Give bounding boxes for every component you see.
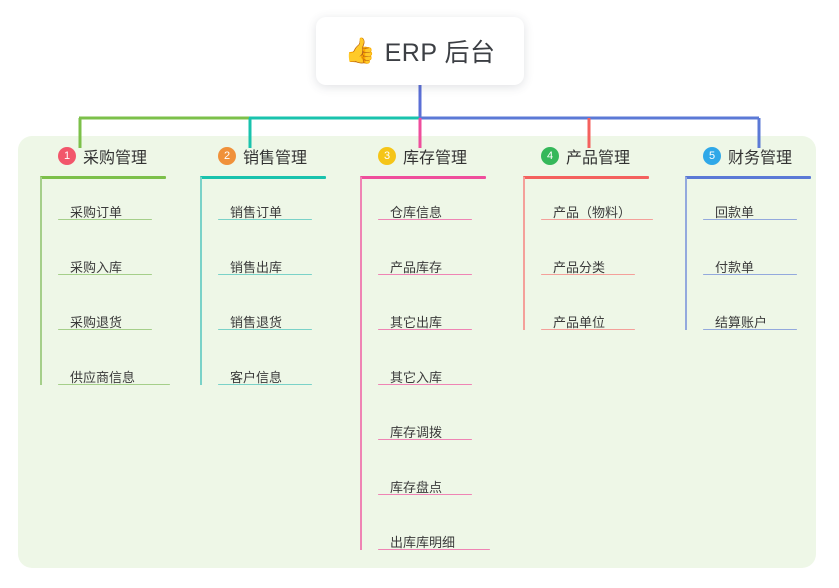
branch-column-3: 3 库存管理仓库信息产品库存其它出库其它入库库存调拨库存盘点出库库明细 bbox=[360, 136, 520, 550]
branch-spine bbox=[360, 177, 362, 550]
branch-header-5[interactable]: 5 财务管理 bbox=[685, 136, 839, 176]
branch-column-1: 1 采购管理采购订单采购入库采购退货供应商信息 bbox=[40, 136, 200, 385]
branch-leaf-label: 库存盘点 bbox=[390, 480, 443, 495]
branch-leaf-item[interactable]: 供应商信息 bbox=[58, 367, 170, 385]
branch-leaf-underline bbox=[218, 273, 312, 275]
branch-leaf-label: 客户信息 bbox=[230, 370, 283, 385]
branch-leaf-label: 采购入库 bbox=[70, 260, 123, 275]
branch-leaf-label: 其它入库 bbox=[390, 370, 443, 385]
branch-leaf-underline bbox=[218, 383, 312, 385]
branch-leaf-underline bbox=[218, 218, 312, 220]
branch-leaf-label: 销售订单 bbox=[230, 205, 283, 220]
branch-underline bbox=[523, 176, 649, 179]
branch-leaf-underline bbox=[58, 273, 152, 275]
branch-leaf-underline bbox=[58, 328, 152, 330]
branch-leaf-item[interactable]: 销售退货 bbox=[218, 312, 312, 330]
branch-leaf-label: 销售退货 bbox=[230, 315, 283, 330]
branch-leaf-underline bbox=[541, 328, 635, 330]
branch-leaf-underline bbox=[541, 273, 635, 275]
branch-leaf-label: 库存调拨 bbox=[390, 425, 443, 440]
branch-leaf-item[interactable]: 采购退货 bbox=[58, 312, 152, 330]
branch-title: 产品管理 bbox=[566, 150, 631, 167]
branch-leaf-item[interactable]: 其它出库 bbox=[378, 312, 472, 330]
branch-spine bbox=[200, 177, 202, 385]
branch-panel-background bbox=[18, 136, 816, 568]
branch-columns: 1 采购管理采购订单采购入库采购退货供应商信息 2 销售管理销售订单销售出库销售退货客… bbox=[18, 136, 816, 568]
branch-number-badge: 4 bbox=[541, 147, 559, 165]
root-node[interactable]: 👍 ERP 后台 bbox=[316, 17, 524, 85]
root-title: ERP 后台 bbox=[384, 39, 496, 67]
branch-leaf-item[interactable]: 其它入库 bbox=[378, 367, 472, 385]
branch-leaf-label: 结算账户 bbox=[715, 315, 768, 330]
branch-leaf-underline bbox=[378, 273, 472, 275]
branch-leaf-label: 采购退货 bbox=[70, 315, 123, 330]
branch-leaf-underline bbox=[703, 273, 797, 275]
branch-leaf-label: 出库库明细 bbox=[390, 535, 456, 550]
branch-leaf-item[interactable]: 产品单位 bbox=[541, 312, 635, 330]
branch-leaf-item[interactable]: 产品（物料） bbox=[541, 202, 653, 220]
branch-leaf-label: 回款单 bbox=[715, 205, 755, 220]
branch-spine bbox=[685, 177, 687, 330]
branch-title: 财务管理 bbox=[728, 150, 793, 167]
branch-leaf-item[interactable]: 产品分类 bbox=[541, 257, 635, 275]
branch-leaf-label: 付款单 bbox=[715, 260, 755, 275]
branch-leaf-item[interactable]: 采购订单 bbox=[58, 202, 152, 220]
branch-leaf-item[interactable]: 结算账户 bbox=[703, 312, 797, 330]
branch-leaf-underline bbox=[541, 218, 653, 220]
branch-underline bbox=[200, 176, 326, 179]
branch-leaf-underline bbox=[58, 383, 170, 385]
branch-underline bbox=[685, 176, 811, 179]
branch-number-badge: 2 bbox=[218, 147, 236, 165]
branch-leaf-item[interactable]: 出库库明细 bbox=[378, 532, 490, 550]
branch-number-badge: 3 bbox=[378, 147, 396, 165]
branch-leaf-label: 产品分类 bbox=[553, 260, 606, 275]
branch-column-5: 5 财务管理回款单付款单结算账户 bbox=[685, 136, 839, 330]
branch-leaf-underline bbox=[703, 218, 797, 220]
branch-leaf-label: 仓库信息 bbox=[390, 205, 443, 220]
branch-leaf-underline bbox=[378, 383, 472, 385]
branch-column-2: 2 销售管理销售订单销售出库销售退货客户信息 bbox=[200, 136, 360, 385]
branch-underline bbox=[40, 176, 166, 179]
branch-leaf-underline bbox=[378, 438, 472, 440]
branch-leaf-underline bbox=[703, 328, 797, 330]
branch-leaf-item[interactable]: 库存调拨 bbox=[378, 422, 472, 440]
branch-title: 库存管理 bbox=[403, 150, 468, 167]
branch-leaf-label: 产品（物料） bbox=[553, 205, 632, 220]
branch-leaf-item[interactable]: 仓库信息 bbox=[378, 202, 472, 220]
branch-leaf-underline bbox=[378, 548, 490, 550]
branch-leaf-item[interactable]: 销售订单 bbox=[218, 202, 312, 220]
branch-leaf-item[interactable]: 库存盘点 bbox=[378, 477, 472, 495]
branch-spine bbox=[523, 177, 525, 330]
branch-leaf-item[interactable]: 回款单 bbox=[703, 202, 797, 220]
branch-leaf-underline bbox=[378, 218, 472, 220]
branch-underline bbox=[360, 176, 486, 179]
branch-leaf-item[interactable]: 采购入库 bbox=[58, 257, 152, 275]
branch-leaf-underline bbox=[58, 218, 152, 220]
branch-header-1[interactable]: 1 采购管理 bbox=[40, 136, 200, 176]
branch-leaf-label: 产品单位 bbox=[553, 315, 606, 330]
branch-leaf-label: 销售出库 bbox=[230, 260, 283, 275]
branch-header-3[interactable]: 3 库存管理 bbox=[360, 136, 520, 176]
branch-leaf-label: 采购订单 bbox=[70, 205, 123, 220]
branch-title: 采购管理 bbox=[83, 150, 148, 167]
branch-number-badge: 1 bbox=[58, 147, 76, 165]
branch-spine bbox=[40, 177, 42, 385]
branch-leaf-item[interactable]: 销售出库 bbox=[218, 257, 312, 275]
branch-number-badge: 5 bbox=[703, 147, 721, 165]
branch-leaf-underline bbox=[378, 328, 472, 330]
branch-title: 销售管理 bbox=[243, 150, 308, 167]
thumbs-up-icon: 👍 bbox=[344, 36, 376, 65]
branch-leaf-item[interactable]: 客户信息 bbox=[218, 367, 312, 385]
branch-header-4[interactable]: 4 产品管理 bbox=[523, 136, 683, 176]
branch-leaf-label: 供应商信息 bbox=[70, 370, 136, 385]
branch-column-4: 4 产品管理产品（物料） 产品分类产品单位 bbox=[523, 136, 683, 330]
branch-leaf-item[interactable]: 产品库存 bbox=[378, 257, 472, 275]
branch-header-2[interactable]: 2 销售管理 bbox=[200, 136, 360, 176]
branch-leaf-label: 产品库存 bbox=[390, 260, 443, 275]
branch-leaf-item[interactable]: 付款单 bbox=[703, 257, 797, 275]
branch-leaf-underline bbox=[378, 493, 472, 495]
branch-leaf-label: 其它出库 bbox=[390, 315, 443, 330]
branch-leaf-underline bbox=[218, 328, 312, 330]
